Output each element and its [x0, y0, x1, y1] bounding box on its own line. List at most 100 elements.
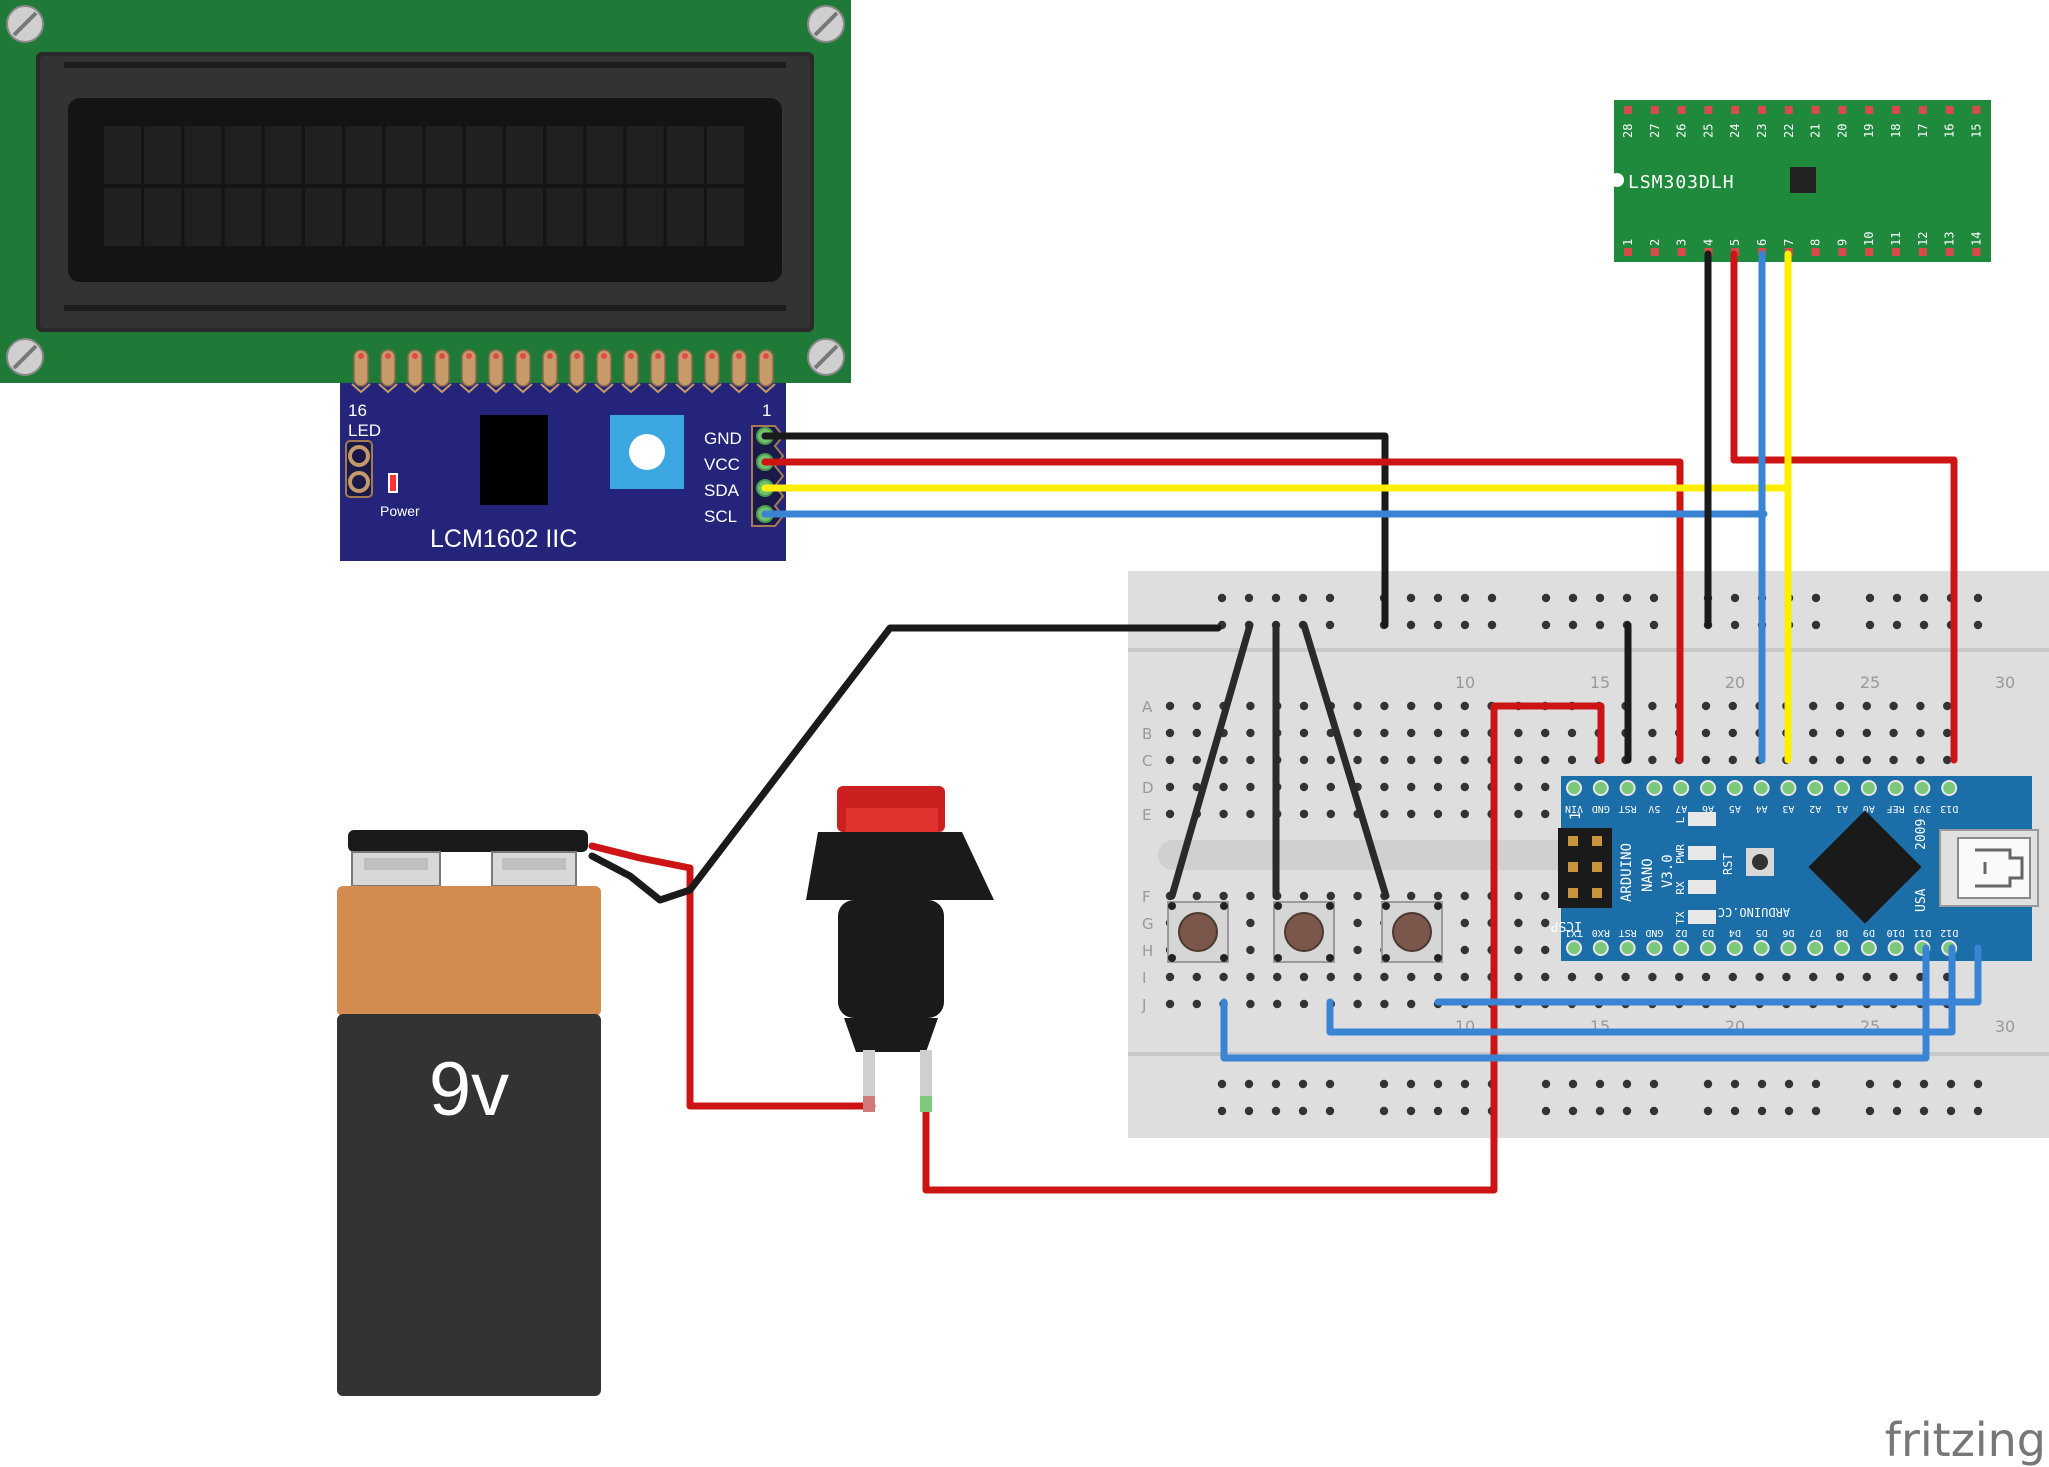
breadboard-hole: [1595, 620, 1605, 630]
lsm-bottom-pin-label: 11: [1889, 232, 1903, 246]
breadboard-hole: [1730, 1079, 1740, 1089]
breadboard-hole: [1946, 1106, 1956, 1116]
nano-bottom-pin-label: D3: [1702, 927, 1714, 938]
breadboard-hole: [1541, 972, 1550, 982]
nano-status-leds: [1688, 812, 1716, 924]
breadboard-col-label-top: 15: [1590, 673, 1610, 692]
breadboard-hole: [1298, 1106, 1308, 1116]
breadboard-hole: [1541, 1079, 1551, 1089]
breadboard-hole: [1784, 1106, 1794, 1116]
nano-bottom-pin-label: GND: [1645, 927, 1663, 938]
pin-1-label: 1: [762, 401, 771, 420]
led-l-label: L: [1674, 816, 1687, 823]
breadboard-hole: [1219, 972, 1228, 982]
breadboard-hole: [1217, 593, 1227, 603]
breadboard-hole: [1622, 593, 1632, 603]
battery-9v: 9v: [337, 830, 601, 1396]
breadboard-row-label: C: [1142, 752, 1152, 770]
breadboard-hole: [1325, 593, 1335, 603]
breadboard-hole: [1835, 972, 1845, 982]
breadboard-hole: [1889, 972, 1898, 982]
header-pin-lead: [702, 383, 722, 394]
breadboard-hole: [1946, 1079, 1956, 1089]
breadboard-hole: [1649, 620, 1659, 630]
breadboard-hole: [1353, 945, 1362, 955]
nano-pin: [1726, 940, 1743, 956]
lcd-cell: [586, 126, 624, 184]
breadboard-hole: [1595, 1079, 1605, 1089]
header-pin-dot: [547, 353, 553, 359]
lsm-name-label: LSM303DLH: [1628, 172, 1735, 193]
breadboard-hole: [1943, 701, 1952, 711]
nano-pin: [1619, 780, 1636, 796]
breadboard-hole: [1487, 593, 1497, 603]
breadboard-hole: [1379, 1079, 1389, 1089]
header-pin-lead: [540, 383, 560, 394]
breadboard-hole: [1595, 1106, 1605, 1116]
breadboard-hole: [1407, 999, 1416, 1009]
header-pin: [569, 349, 585, 387]
breadboard-hole: [1973, 593, 1983, 603]
header-pin-dot: [385, 353, 391, 359]
breadboard-hole: [1782, 972, 1791, 982]
breadboard-hole: [1325, 620, 1335, 630]
breadboard-hole: [1433, 701, 1443, 711]
breadboard-hole: [1460, 593, 1470, 603]
header-pin-dot: [466, 353, 472, 359]
lcd-cell: [465, 126, 503, 184]
breadboard-hole: [1353, 755, 1362, 765]
breadboard-hole: [1622, 1106, 1632, 1116]
breadboard-hole: [1835, 701, 1845, 711]
breadboard-hole: [1862, 728, 1872, 738]
breadboard-hole: [1246, 782, 1255, 792]
battery-terminal-icon: [351, 851, 441, 887]
lcd-cell: [264, 188, 302, 246]
lsm-bottom-pin-label: 14: [1969, 232, 1983, 246]
power-led-icon: [388, 473, 398, 493]
breadboard-hole: [1594, 972, 1604, 982]
nano-version-label: V3.0: [1660, 854, 1676, 888]
lsm-bottom-pin-label: 13: [1943, 232, 1957, 246]
breadboard-hole: [1621, 972, 1630, 982]
nano-pin: [1566, 780, 1582, 796]
breadboard-hole: [1246, 972, 1255, 982]
lcd-cell: [506, 188, 543, 246]
breadboard-hole: [1460, 1106, 1470, 1116]
breadboard-hole: [1541, 782, 1550, 792]
wires: [588, 250, 1982, 1194]
led-pwr-label: PWR: [1674, 844, 1687, 864]
nano-bottom-pin-label: D4: [1729, 927, 1741, 938]
button-leg: [1326, 954, 1334, 962]
button-leg: [1220, 954, 1228, 962]
breadboard-row-label: F: [1142, 888, 1151, 906]
wire-battery-negative-black: [588, 624, 1222, 904]
breadboard-hole: [1919, 620, 1929, 630]
led-jumper: [345, 440, 373, 498]
nano-pin: [1592, 780, 1609, 796]
wire-button3-gnd: [1300, 621, 1390, 900]
breadboard-hole: [1380, 999, 1389, 1009]
breadboard-col-label-bottom: 30: [1995, 1017, 2015, 1036]
breadboard-hole: [1192, 999, 1202, 1009]
breadboard-hole: [1273, 972, 1282, 982]
lsm-pad: [1677, 106, 1686, 114]
nano-pin: [1807, 780, 1824, 796]
breadboard-hole: [1433, 728, 1443, 738]
lsm-pad: [1650, 248, 1659, 256]
nano-pin: [1646, 940, 1663, 956]
breadboard-hole: [1701, 972, 1711, 982]
header-pin-lead: [378, 383, 398, 394]
breadboard-hole: [1541, 809, 1550, 819]
lsm-pad: [1677, 248, 1686, 256]
lsm-top-pin-label: 28: [1621, 124, 1635, 138]
breadboard-hole: [1299, 701, 1309, 711]
nano-pin: [1780, 780, 1797, 796]
breadboard-hole: [1460, 728, 1470, 738]
breadboard-hole: [1460, 945, 1470, 955]
button-leg: [1274, 954, 1282, 962]
fritzing-watermark: fritzing: [1885, 1413, 2046, 1467]
nano-bottom-pin-label: RST: [1619, 927, 1637, 938]
breadboard-hole: [1892, 1079, 1902, 1089]
breadboard-hole: [1568, 593, 1578, 603]
